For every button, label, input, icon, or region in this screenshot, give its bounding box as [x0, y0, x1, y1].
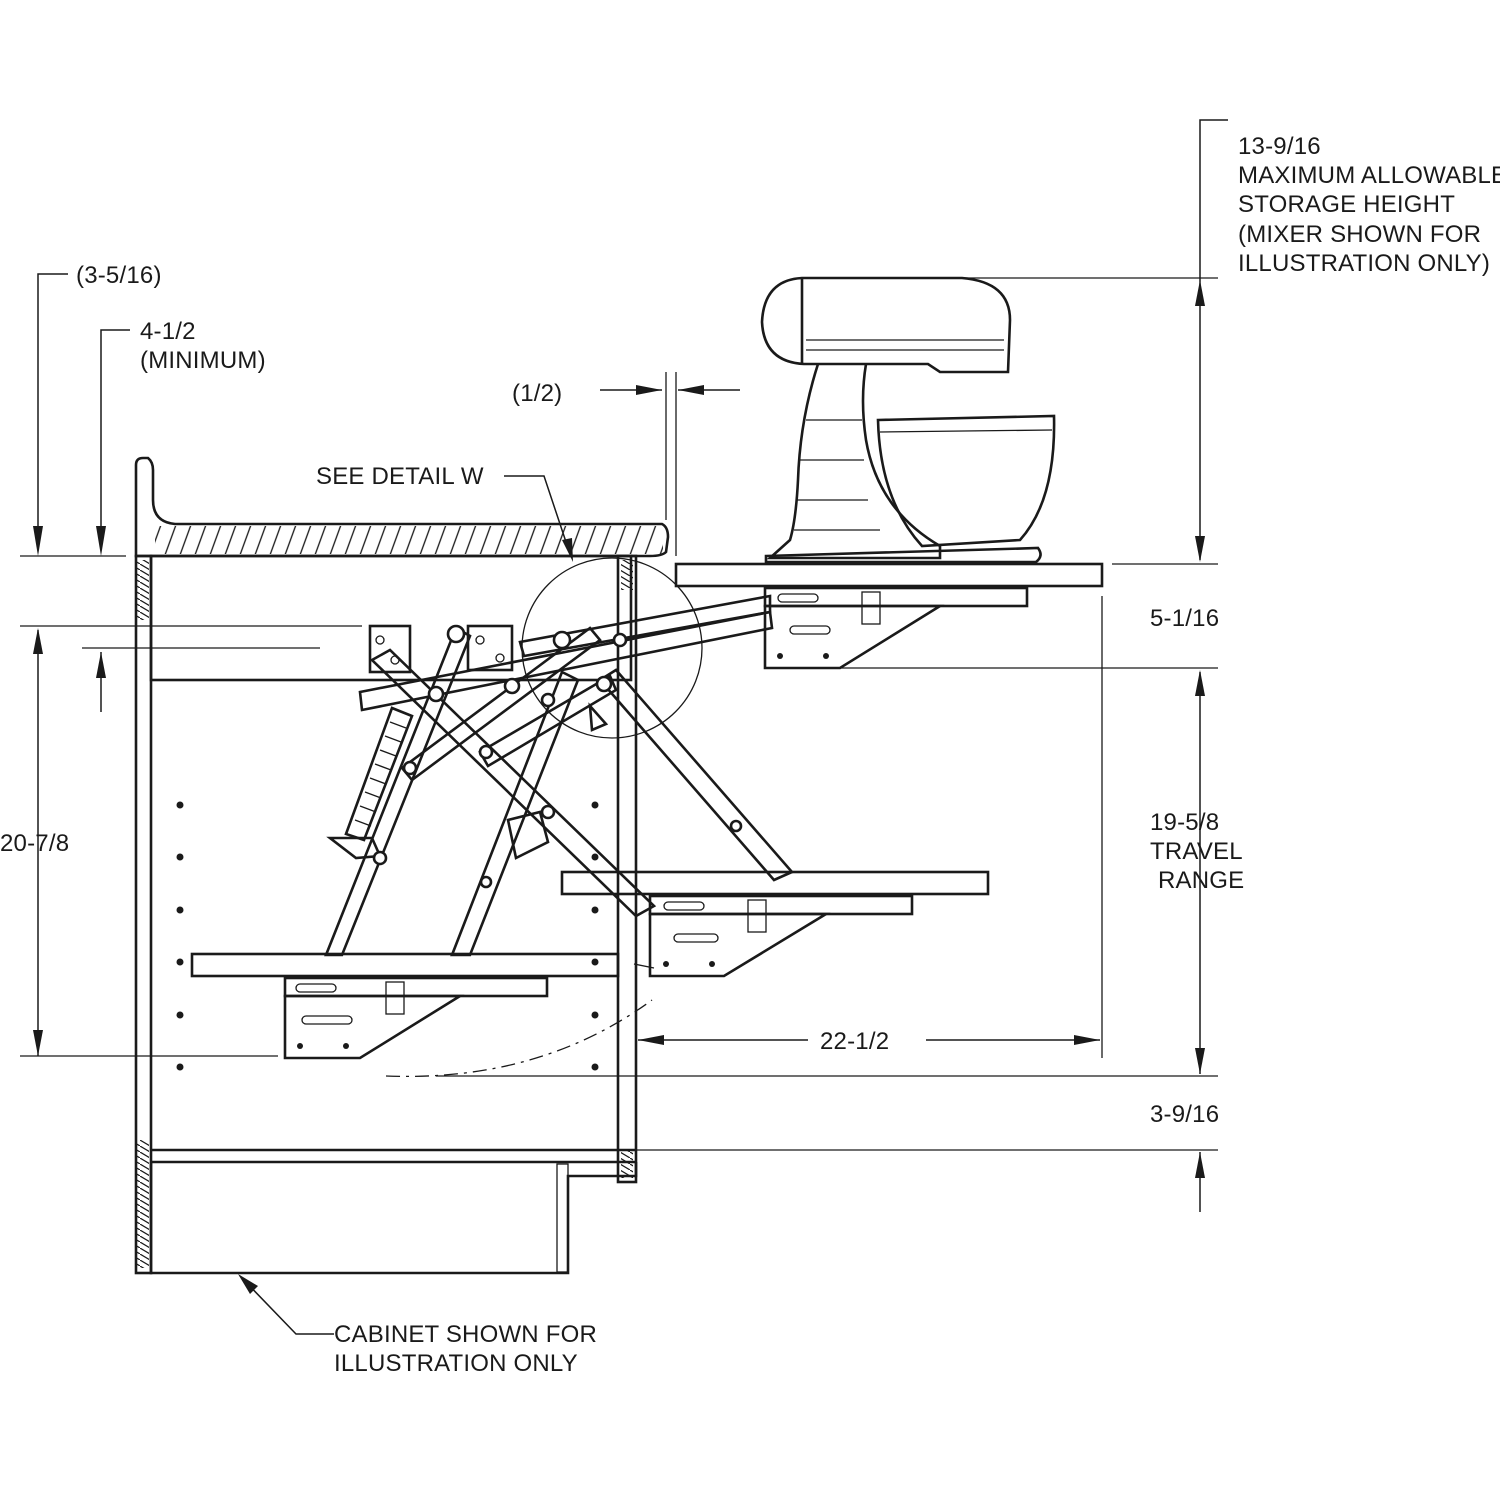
shelf-pin-holes — [176, 801, 599, 1071]
gas-spring-2 — [478, 674, 618, 768]
shelf-middle — [560, 870, 990, 978]
cross-arm — [369, 648, 657, 918]
hinge-plate — [466, 624, 514, 672]
swing-arc — [385, 999, 653, 1078]
label-max-height-line4: ILLUSTRATION ONLY) — [1238, 250, 1490, 277]
label-bottom-offset: 3-9/16 — [1150, 1101, 1219, 1128]
label-top-offset: (3-5/16) — [76, 262, 162, 289]
spring-foot — [326, 836, 382, 860]
label-minimum-value: 4-1/2 — [140, 318, 196, 345]
shelf-lowered — [190, 952, 620, 1060]
front-stile — [616, 554, 638, 1184]
upper-rail — [358, 610, 774, 712]
coil-spring — [344, 706, 414, 842]
label-shelf-offset: 5-1/16 — [1150, 605, 1219, 632]
mixer-head — [760, 276, 1012, 374]
cabinet-left-panel — [134, 554, 153, 1275]
label-max-height-value: 13-9/16 — [1238, 133, 1321, 160]
label-max-height-line3: (MIXER SHOWN FOR — [1238, 221, 1481, 248]
pivot-joints — [372, 624, 743, 889]
label-gap: (1/2) — [512, 380, 562, 407]
countertop-outline — [134, 456, 670, 558]
detail-w-circle — [521, 557, 703, 739]
label-extension: 22-1/2 — [820, 1028, 889, 1055]
right-arm — [598, 668, 795, 882]
gas-spring-1 — [400, 626, 602, 782]
mixer-base — [764, 546, 1042, 564]
stand-mixer — [760, 276, 1056, 564]
label-travel-line1: TRAVEL — [1150, 838, 1243, 865]
mixer-column — [766, 363, 942, 560]
countertop-hatch — [155, 526, 663, 554]
label-cabinet-line2: ILLUSTRATION ONLY — [334, 1350, 578, 1377]
shelf-raised — [674, 562, 1104, 670]
label-travel-value: 19-5/8 — [1150, 809, 1219, 836]
labels: (3-5/16) 4-1/2 (MINIMUM) (1/2) SEE DETAI… — [0, 133, 1500, 1377]
dimension-lines — [20, 119, 1228, 1335]
left-arm — [324, 626, 472, 957]
mount-bracket — [368, 624, 412, 674]
label-see-detail: SEE DETAIL W — [316, 463, 484, 490]
label-travel-line2: RANGE — [1158, 867, 1244, 894]
label-max-height-line1: MAXIMUM ALLOWABLE — [1238, 162, 1500, 189]
mixer-bowl — [876, 414, 1056, 548]
label-max-height-line2: STORAGE HEIGHT — [1238, 191, 1455, 218]
cabinet — [134, 456, 670, 1275]
label-total-height: 20-7/8 — [0, 830, 69, 857]
label-cabinet-line1: CABINET SHOWN FOR — [334, 1321, 597, 1348]
label-minimum-note: (MINIMUM) — [140, 347, 266, 374]
